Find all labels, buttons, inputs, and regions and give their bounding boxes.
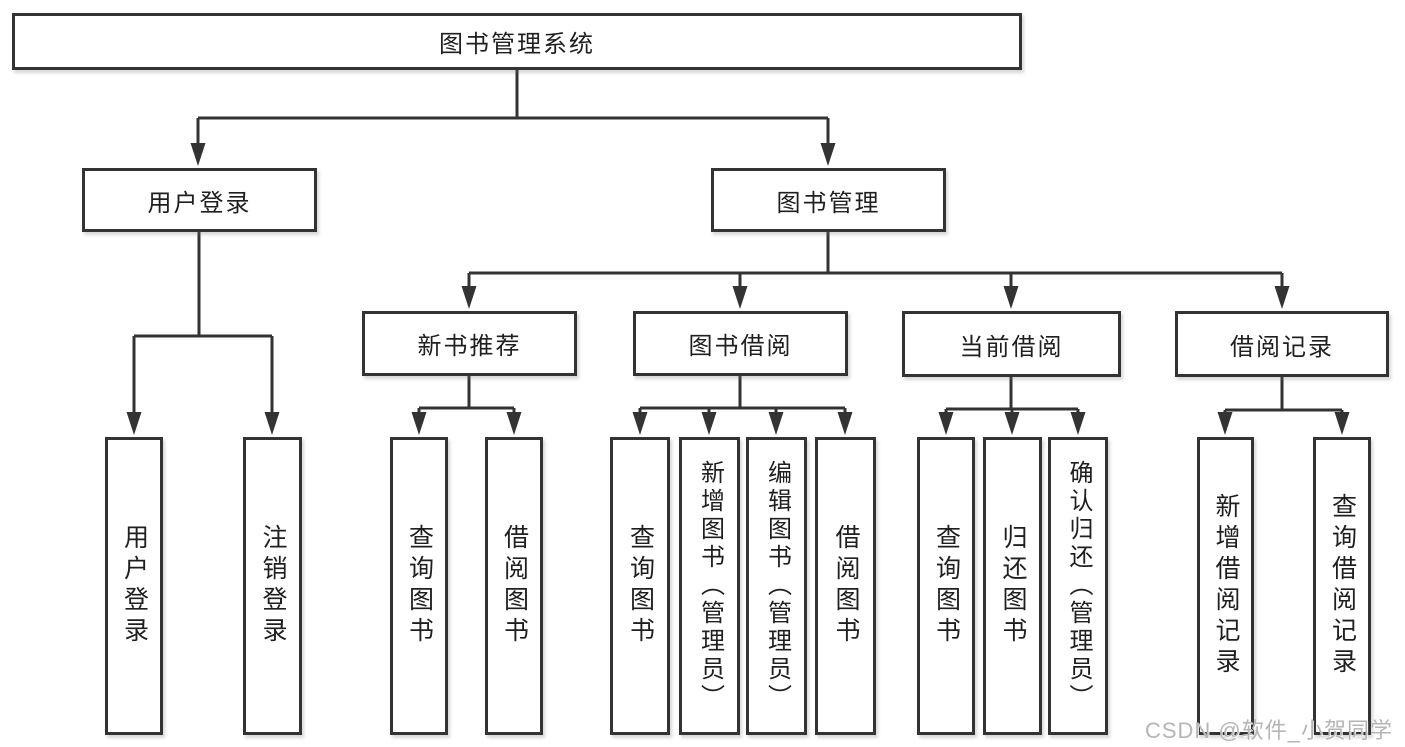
node-box-borrowing-records: 借阅记录	[1175, 311, 1389, 377]
node-box-book-management: 图书管理	[711, 168, 946, 232]
leaf-box-query-books-borrowing: 查询图书	[610, 437, 670, 735]
node-label: 图书借阅	[688, 333, 793, 360]
tree-edges	[132, 70, 1344, 430]
leaf-label: 用户登录	[120, 524, 149, 648]
leaf-box-borrow-books-recommend: 借阅图书	[485, 437, 543, 735]
node-box-system-root: 图书管理系统	[12, 13, 1022, 70]
leaf-label: 新增借阅记录	[1212, 493, 1240, 679]
node-label: 新书推荐	[417, 333, 522, 360]
node-label: 用户登录	[147, 189, 252, 217]
leaf-label: 查询图书	[932, 524, 961, 648]
leaf-box-edit-books-admin: 编辑图书（管理员）	[746, 437, 807, 735]
leaf-box-add-borrow-record: 新增借阅记录	[1197, 437, 1254, 735]
leaf-box-query-books-recommend: 查询图书	[390, 437, 448, 735]
leaf-box-borrow-books-borrowing: 借阅图书	[815, 437, 876, 735]
node-label: 借阅记录	[1230, 333, 1334, 361]
leaf-label: 编辑图书（管理员）	[763, 460, 791, 712]
node-label: 当前借阅	[959, 333, 1064, 361]
leaf-box-add-books-admin: 新增图书（管理员）	[679, 437, 740, 735]
node-box-book-borrowing: 图书借阅	[633, 311, 848, 376]
leaf-label: 新增图书（管理员）	[696, 460, 724, 712]
leaf-box-user-login: 用户登录	[105, 437, 163, 735]
leaf-label: 归还图书	[999, 524, 1027, 648]
node-box-new-book-recommendation: 新书推荐	[362, 311, 577, 376]
leaf-box-query-borrow-record: 查询借阅记录	[1313, 437, 1371, 735]
node-box-user-login: 用户登录	[82, 168, 317, 232]
leaf-label: 查询借阅记录	[1328, 493, 1357, 679]
node-box-current-borrowing: 当前借阅	[902, 311, 1121, 377]
leaf-label: 查询图书	[626, 524, 655, 648]
leaf-label: 借阅图书	[500, 524, 529, 648]
leaf-label: 查询图书	[405, 524, 434, 648]
leaf-box-return-books: 归还图书	[983, 437, 1042, 735]
node-label: 图书管理	[776, 189, 881, 217]
csdn-watermark: CSDN @软件_小贺同学	[1144, 718, 1393, 743]
node-label: 图书管理系统	[439, 31, 595, 58]
leaf-box-query-books-current: 查询图书	[917, 437, 975, 735]
leaf-label: 注销登录	[259, 524, 287, 648]
leaf-label: 确认归还（管理员）	[1065, 460, 1092, 712]
leaf-box-logout: 注销登录	[243, 437, 302, 735]
leaf-box-confirm-return-admin: 确认归还（管理员）	[1048, 437, 1108, 735]
arrow-down-icon	[126, 143, 1350, 435]
leaf-label: 借阅图书	[832, 524, 860, 648]
